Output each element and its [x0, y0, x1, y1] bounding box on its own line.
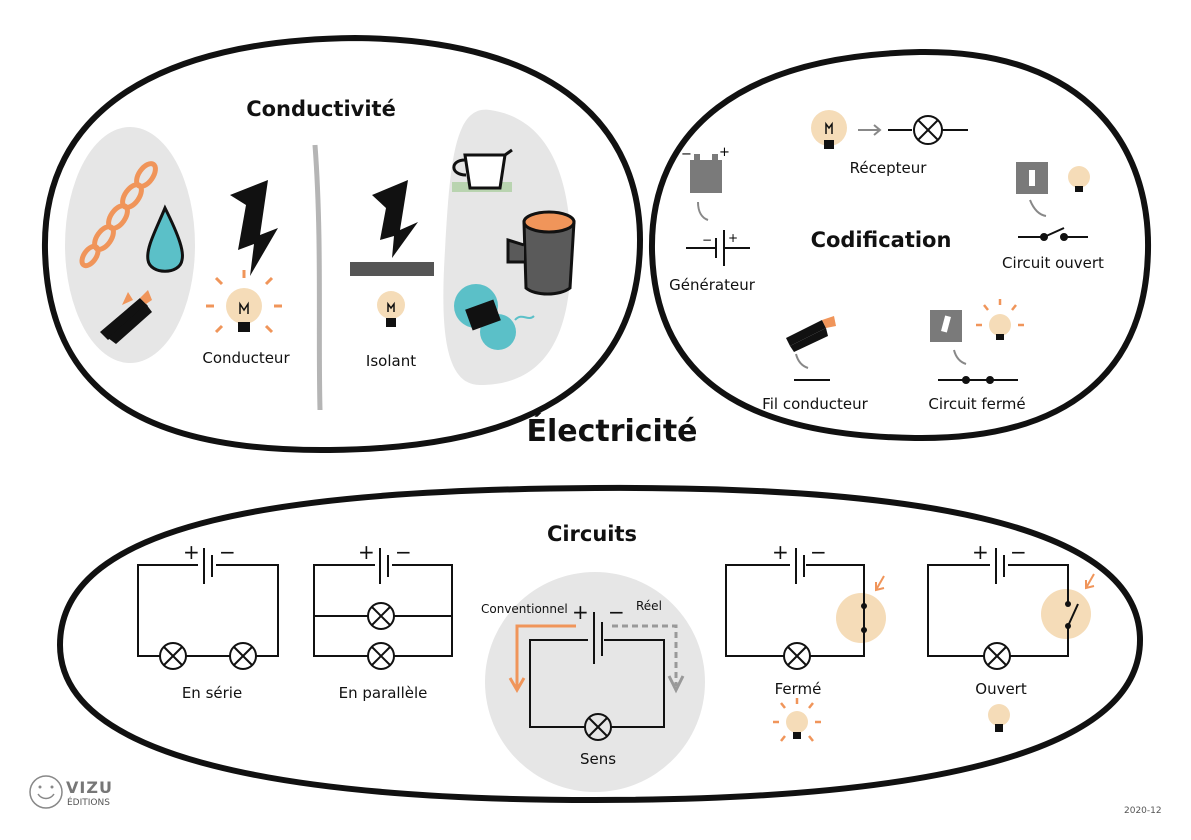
minus-sign: − [608, 600, 625, 624]
conductor-materials-bg [65, 127, 195, 363]
pointer-arrow [1085, 573, 1095, 590]
logo-text: VIZU [66, 778, 113, 797]
conventional-arrow [508, 624, 576, 693]
minus-sign: − [810, 540, 827, 564]
switch-contact [1065, 623, 1071, 629]
receiver-label: Récepteur [849, 159, 927, 177]
switch-on-icon [930, 299, 1024, 342]
circuits-bubble [56, 484, 1144, 804]
generator-symbol [686, 230, 750, 266]
plus-sign: + [183, 540, 200, 564]
plus-sign: + [772, 540, 789, 564]
logo-subtitle: ÉDITIONS [67, 798, 110, 808]
closed-switch-highlight [836, 593, 886, 643]
minus-sign: − [395, 540, 412, 564]
series-label: En série [181, 684, 243, 702]
arrow-icon [858, 124, 882, 136]
closed-label: Fermé [774, 680, 822, 698]
open-circuit-diagram [927, 548, 1079, 670]
open-switch-highlight [1041, 589, 1091, 639]
vizu-logo-icon [29, 775, 63, 809]
codification-title: Codification [810, 228, 952, 252]
arrow-icon [795, 353, 809, 369]
switch-contact [861, 627, 867, 633]
conventional-label: Conventionnel [481, 602, 568, 616]
svg-text:−: − [702, 233, 712, 247]
conductivity-title: Conductivité [246, 97, 396, 121]
real-arrow [612, 624, 678, 686]
bulb-unlit-icon [988, 704, 1010, 732]
switch-contact [861, 603, 867, 609]
real-arrow-head [667, 675, 685, 694]
minus-sign: − [219, 540, 236, 564]
divider-line [312, 144, 323, 411]
open-switch-symbol [1018, 227, 1088, 241]
conductivity-bubble [41, 34, 644, 454]
arrow-icon [953, 349, 967, 365]
switch-off-icon [1016, 162, 1090, 194]
chain-icon [79, 161, 158, 269]
pointer-arrow [875, 575, 885, 592]
open-circuit-label: Circuit ouvert [1002, 254, 1104, 272]
bulb-lit-icon [773, 698, 821, 742]
wire-label: Fil conducteur [762, 395, 868, 413]
arrow-icon [1029, 199, 1047, 217]
svg-text:+: + [719, 145, 730, 160]
plus-sign: + [358, 540, 375, 564]
parallel-label: En parallèle [338, 684, 428, 702]
bulb-receiver-icon [811, 110, 847, 149]
lightning-icon [230, 180, 278, 276]
direction-circuit-diagram [529, 612, 665, 741]
direction-label: Sens [579, 750, 617, 768]
switch-contact [1065, 601, 1071, 607]
codification-bubble [648, 48, 1152, 442]
plus-sign: + [972, 540, 989, 564]
insulator-label: Isolant [365, 352, 417, 370]
closed-circuit-label: Circuit fermé [928, 395, 1026, 413]
conductor-label: Conducteur [202, 349, 290, 367]
real-label: Réel [636, 599, 662, 613]
main-title: Électricité [526, 414, 698, 449]
generator-label: Générateur [669, 276, 755, 294]
bulb-lit-icon [206, 270, 282, 334]
wire-icon [786, 316, 836, 352]
arrow-icon [697, 201, 709, 221]
cup-icon [452, 148, 513, 192]
wool-ball-icon [454, 284, 535, 350]
series-circuit-diagram [137, 548, 279, 670]
cable-icon [100, 290, 152, 344]
bulb-unlit-icon [377, 291, 405, 327]
battery-icon: − + [681, 145, 730, 193]
water-drop-icon [146, 204, 184, 273]
minus-sign: − [1010, 540, 1027, 564]
wood-log-icon [506, 210, 576, 296]
open-label: Ouvert [975, 680, 1027, 698]
closed-circuit-diagram [725, 548, 865, 670]
closed-switch-symbol [938, 376, 1018, 384]
circuits-title: Circuits [546, 522, 638, 546]
date-label: 2020-12 [1124, 806, 1162, 816]
svg-text:−: − [681, 147, 692, 162]
lamp-symbol [888, 115, 968, 145]
lightning-insulator-icon [372, 180, 418, 258]
plus-sign: + [572, 600, 589, 624]
insulator-plate [350, 262, 434, 276]
svg-text:+: + [728, 231, 738, 245]
parallel-circuit-diagram [313, 548, 453, 670]
